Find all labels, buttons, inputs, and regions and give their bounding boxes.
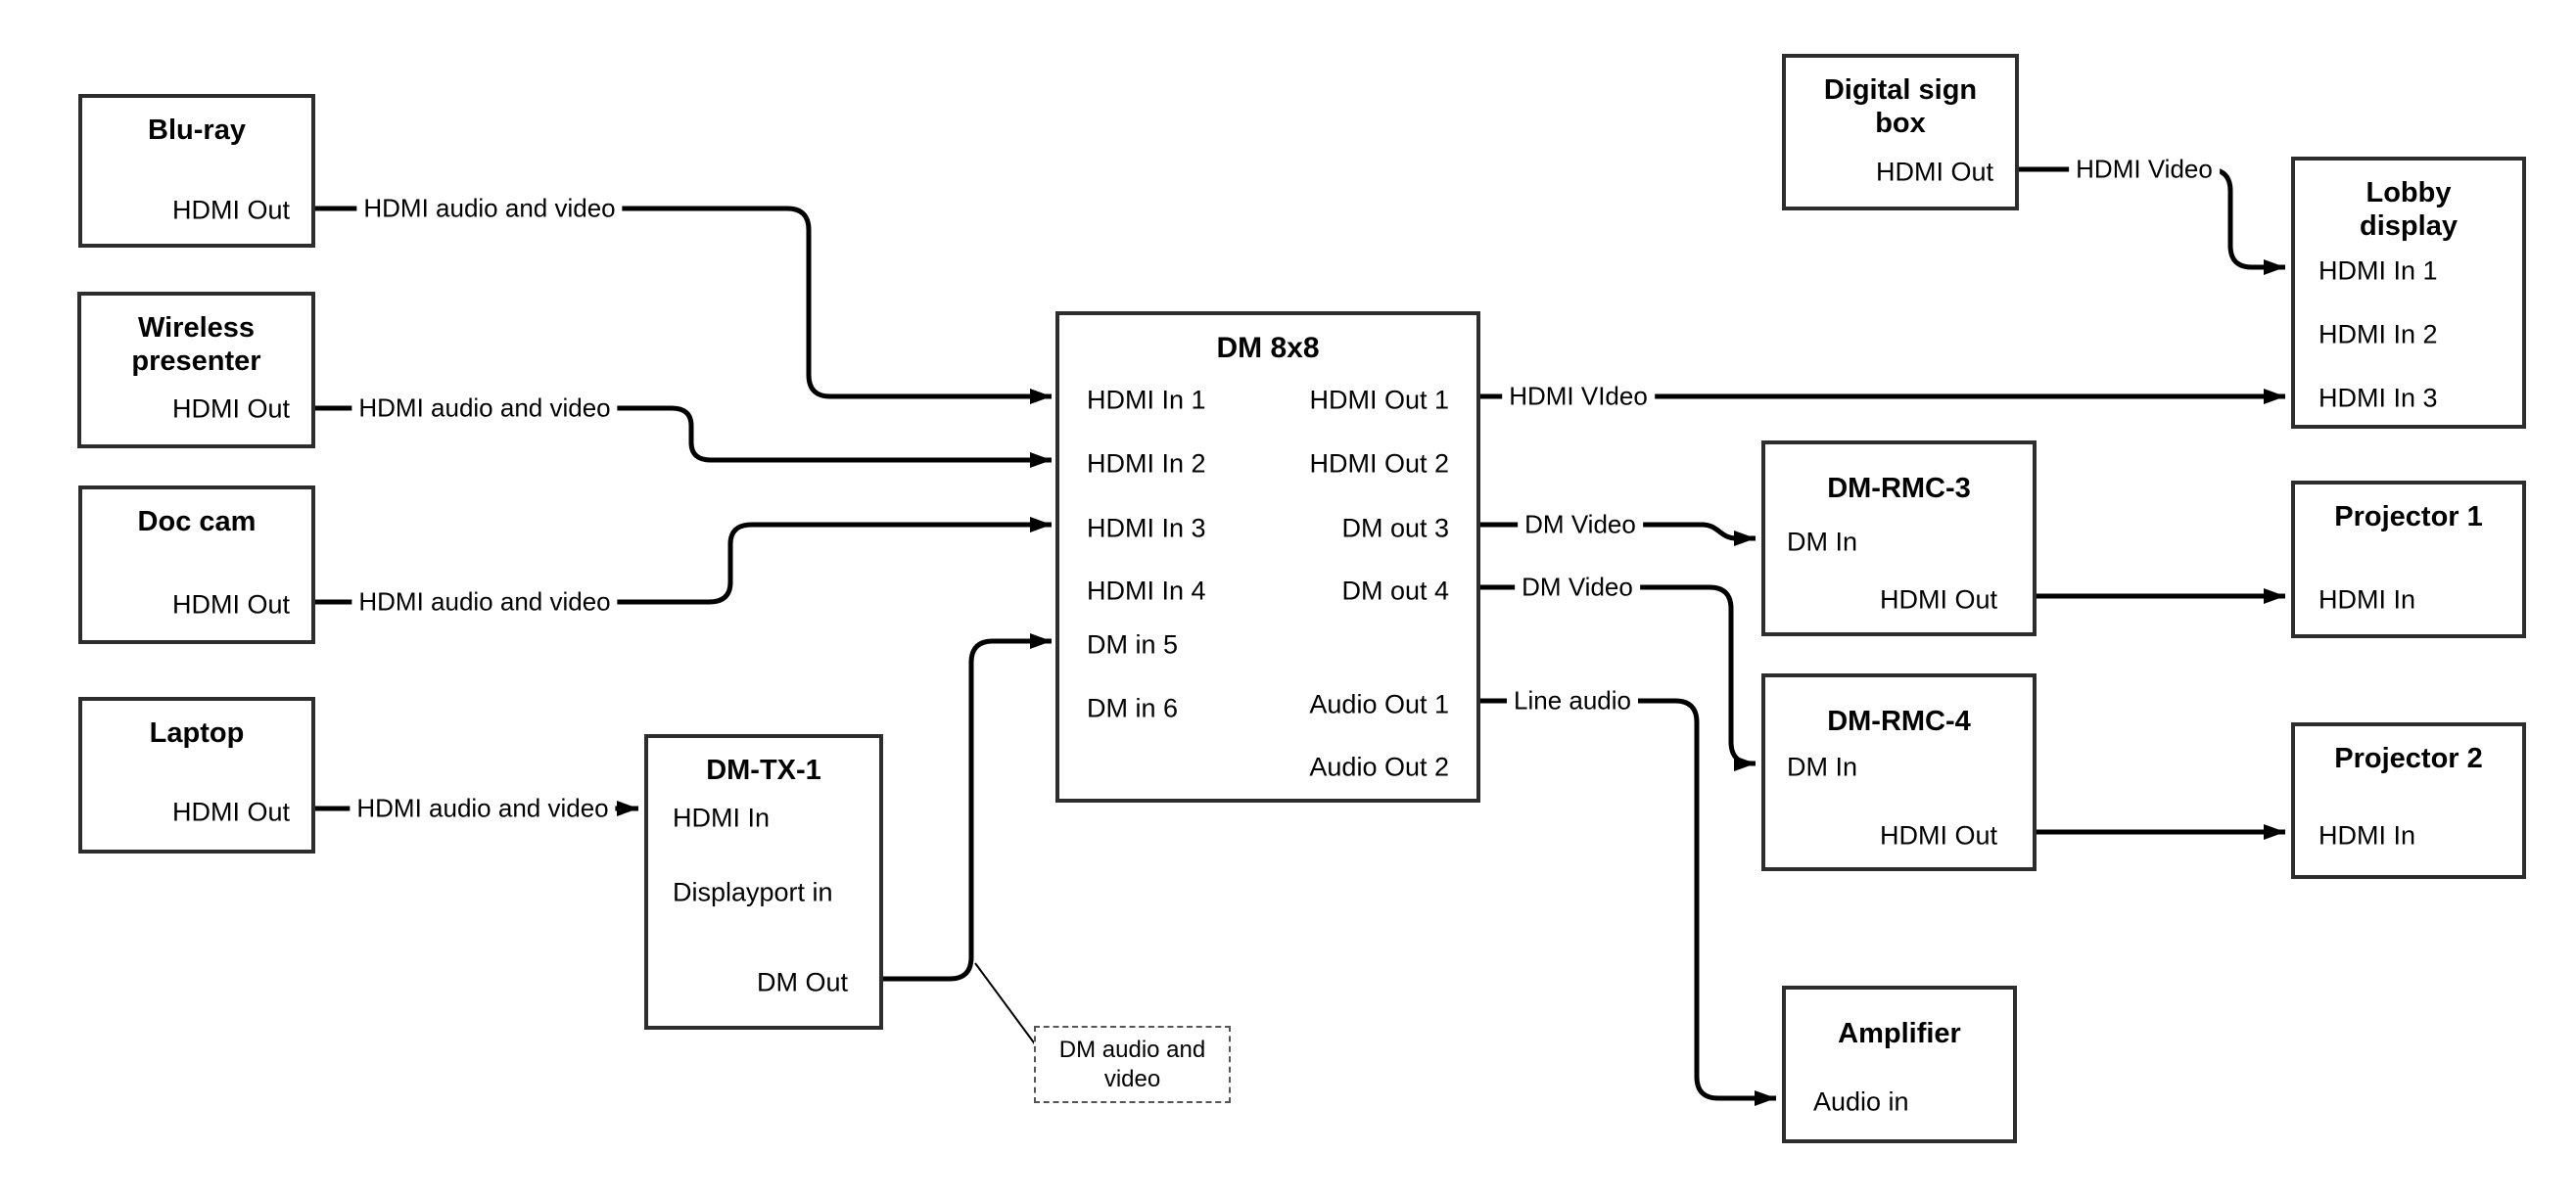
node-doc-cam: Doc cam HDMI Out [78, 485, 315, 644]
port-dmtx1-hdmi-in: HDMI In [673, 803, 771, 833]
node-projector-1-title: Projector 1 [2334, 501, 2483, 532]
node-dm-rmc-3: DM-RMC-3 DM In HDMI Out [1761, 440, 2037, 636]
port-dm8x8-hdmi-out-2: HDMI Out 2 [1309, 448, 1449, 479]
edge-label-laptop-hdmi-av: HDMI audio and video [350, 792, 616, 825]
node-dm-rmc-4: DM-RMC-4 DM In HDMI Out [1761, 673, 2037, 871]
node-lobby-display-title: Lobby display [2360, 177, 2458, 243]
edge-dm8x8-dm-out-4-to-dmrmc4-dm-in [1480, 584, 1756, 771]
edge-bluray-to-dm8x8-hdmi-in-1 [315, 206, 1052, 404]
edge-label-line-audio: Line audio [1507, 684, 1638, 717]
port-dmrmc4-dm-in: DM In [1787, 752, 1858, 782]
node-projector-2: Projector 2 HDMI In [2291, 722, 2526, 879]
edge-label-bluray-hdmi-av: HDMI audio and video [356, 192, 623, 225]
port-lobby-hdmi-in-3: HDMI In 3 [2318, 383, 2438, 413]
node-digital-sign-title: Digital sign box [1823, 74, 1978, 140]
node-digital-sign-box: Digital sign box HDMI Out [1782, 54, 2019, 210]
node-amplifier: Amplifier Audio in [1782, 986, 2017, 1143]
edge-label-hdmi-video-out1: HDMI VIdeo [1502, 380, 1655, 413]
edge-label-wireless-hdmi-av: HDMI audio and video [351, 392, 618, 425]
port-dm8x8-hdmi-in-1: HDMI In 1 [1087, 385, 1206, 415]
port-dm8x8-hdmi-out-1: HDMI Out 1 [1309, 385, 1449, 415]
port-doccam-hdmi-out: HDMI Out [171, 589, 290, 620]
port-dm8x8-audio-out-2: Audio Out 2 [1309, 752, 1449, 782]
port-dm8x8-dm-out-3: DM out 3 [1341, 513, 1449, 543]
port-dmrmc4-hdmi-out: HDMI Out [1879, 820, 1997, 851]
node-dm-tx-1: DM-TX-1 HDMI In Displayport in DM Out [644, 734, 883, 1030]
edge-doccam-to-dm8x8-hdmi-in-3 [315, 517, 1052, 605]
edge-label-dm-video-out4: DM Video [1515, 571, 1640, 604]
node-dm-8x8-title: DM 8x8 [1216, 332, 1320, 364]
port-dm8x8-dm-out-4: DM out 4 [1341, 576, 1449, 606]
node-dm-tx-1-title: DM-TX-1 [706, 755, 821, 786]
node-dm-rmc-4-title: DM-RMC-4 [1827, 706, 1971, 737]
port-dmtx1-displayport-in: Displayport in [673, 877, 833, 907]
port-digitalsign-hdmi-out: HDMI Out [1875, 157, 1993, 187]
dm-audio-video-note: DM audio and video [1034, 1026, 1231, 1103]
node-amplifier-title: Amplifier [1838, 1018, 1961, 1049]
edge-dm8x8-audio-out-1-to-amplifier-audio-in [1480, 698, 1776, 1106]
edge-dmtx1-to-dm8x8-dm-in-5 [883, 633, 1052, 982]
node-bluray-title: Blu-ray [148, 115, 246, 146]
port-lobby-hdmi-in-1: HDMI In 1 [2318, 255, 2438, 286]
port-dm8x8-dm-in-6: DM in 6 [1087, 693, 1179, 723]
node-projector-2-title: Projector 2 [2334, 743, 2483, 774]
port-dm8x8-hdmi-in-3: HDMI In 3 [1087, 513, 1206, 543]
dm-audio-video-note-text: DM audio and video [1058, 1036, 1206, 1092]
port-projector1-hdmi-in: HDMI In [2318, 584, 2416, 615]
port-bluray-hdmi-out: HDMI Out [171, 195, 290, 225]
port-dm8x8-hdmi-in-4: HDMI In 4 [1087, 576, 1206, 606]
node-wireless-presenter-title: Wireless presenter [131, 312, 261, 378]
edge-wireless-to-dm8x8-hdmi-in-2 [315, 405, 1052, 468]
node-dm-rmc-3-title: DM-RMC-3 [1827, 473, 1971, 504]
edge-label-digitalsign-hdmi-video: HDMI Video [2069, 153, 2220, 186]
node-wireless-presenter: Wireless presenter HDMI Out [77, 292, 315, 448]
node-dm-8x8: DM 8x8 HDMI In 1 HDMI In 2 HDMI In 3 HDM… [1055, 311, 1480, 803]
edge-label-doccam-hdmi-av: HDMI audio and video [351, 585, 618, 619]
node-laptop-title: Laptop [149, 717, 245, 749]
note-callout-line [974, 962, 1037, 1046]
edge-label-dm-video-out3: DM Video [1518, 508, 1643, 541]
port-lobby-hdmi-in-2: HDMI In 2 [2318, 319, 2438, 349]
port-dmtx1-dm-out: DM Out [756, 967, 848, 997]
node-laptop: Laptop HDMI Out [78, 697, 315, 854]
port-dm8x8-dm-in-5: DM in 5 [1087, 629, 1179, 660]
port-projector2-hdmi-in: HDMI In [2318, 820, 2416, 851]
port-dmrmc3-dm-in: DM In [1787, 527, 1858, 557]
port-wireless-hdmi-out: HDMI Out [171, 393, 290, 424]
port-dmrmc3-hdmi-out: HDMI Out [1879, 584, 1997, 615]
port-laptop-hdmi-out: HDMI Out [171, 797, 290, 827]
node-bluray: Blu-ray HDMI Out [78, 94, 315, 248]
port-dm8x8-hdmi-in-2: HDMI In 2 [1087, 448, 1206, 479]
port-dm8x8-audio-out-1: Audio Out 1 [1309, 689, 1449, 719]
port-amplifier-audio-in: Audio in [1813, 1086, 1909, 1117]
edge-dm8x8-dm-out-3-to-dmrmc3-dm-in [1480, 522, 1756, 546]
node-projector-1: Projector 1 HDMI In [2291, 481, 2526, 638]
node-lobby-display: Lobby display HDMI In 1 HDMI In 2 HDMI I… [2291, 157, 2526, 429]
node-doc-cam-title: Doc cam [137, 506, 257, 537]
